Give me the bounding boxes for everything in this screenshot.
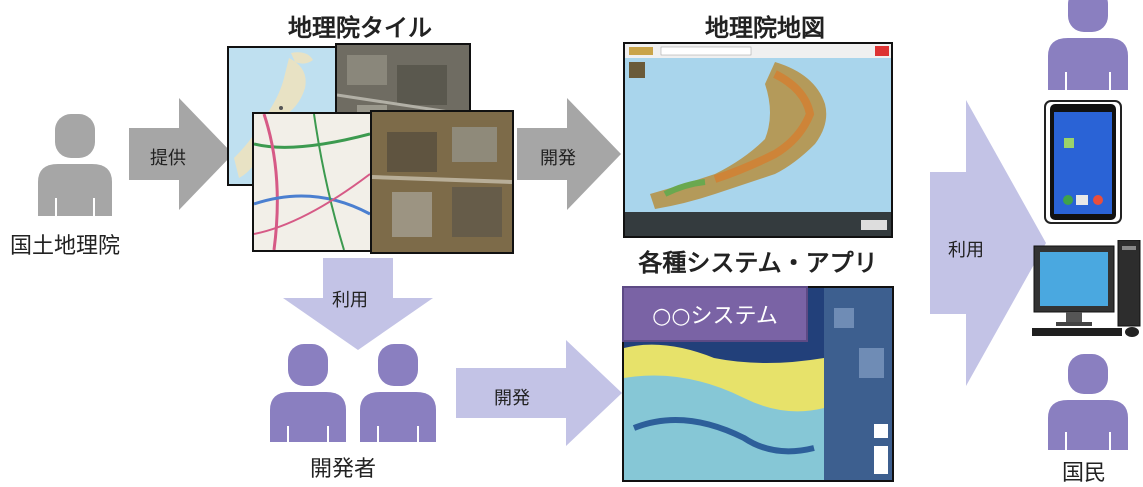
use-down-arrow <box>283 258 433 350</box>
gsi-map-title: 地理院地図 <box>705 14 825 42</box>
developer-person-icon-1 <box>268 342 348 444</box>
use-down-arrow-label: 利用 <box>332 290 368 311</box>
use-right-arrow-label: 利用 <box>948 240 984 261</box>
develop-top-arrow-label: 開発 <box>540 148 576 169</box>
tile-road-map <box>252 112 372 252</box>
developer-person-icon-2 <box>358 342 438 444</box>
smartphone-icon <box>1044 100 1122 224</box>
gsi-person-icon <box>36 112 114 218</box>
gsi-map-screenshot <box>623 42 893 238</box>
develop-bottom-arrow-label: 開発 <box>494 388 530 409</box>
provide-arrow <box>129 98 233 210</box>
systems-title: 各種システム・アプリ <box>638 249 878 277</box>
tile-aerial-photo-2 <box>370 110 514 254</box>
citizen-person-icon-bottom <box>1046 352 1130 452</box>
system-banner: ○○システム <box>622 286 808 342</box>
provide-arrow-label: 提供 <box>150 148 186 169</box>
gsi-label: 国土地理院 <box>10 234 121 259</box>
use-right-arrow <box>930 100 1046 386</box>
citizens-label: 国民 <box>1062 461 1107 486</box>
developers-label: 開発者 <box>310 457 377 482</box>
develop-top-arrow <box>517 98 621 210</box>
citizen-person-icon-top <box>1046 0 1130 92</box>
develop-bottom-arrow <box>456 340 622 446</box>
tiles-title: 地理院タイル <box>288 14 432 42</box>
desktop-computer-icon <box>1032 240 1142 340</box>
